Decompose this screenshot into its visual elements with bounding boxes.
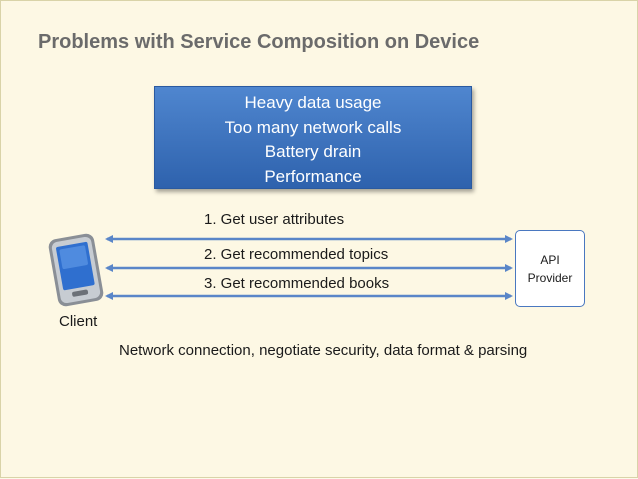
problem-item: Too many network calls xyxy=(224,117,402,137)
client-label: Client xyxy=(59,313,98,330)
mobile-phone-icon xyxy=(48,233,104,307)
problem-item: Heavy data usage xyxy=(244,93,382,112)
slide-title: Problems with Service Composition on Dev… xyxy=(38,31,480,53)
provider-label: Provider xyxy=(527,270,573,285)
call-label-2: 2. Get recommended topics xyxy=(204,246,389,263)
call-label-3: 3. Get recommended books xyxy=(204,275,390,292)
problem-item: Performance xyxy=(264,166,362,186)
call-label-1: 1. Get user attributes xyxy=(204,211,345,228)
problems-box: Heavy data usage Too many network calls … xyxy=(154,86,472,189)
api-label: API xyxy=(540,252,560,267)
problem-item: Battery drain xyxy=(264,142,362,161)
api-provider-box: API Provider xyxy=(515,230,585,307)
overhead-note: Network connection, negotiate security, … xyxy=(119,342,528,359)
